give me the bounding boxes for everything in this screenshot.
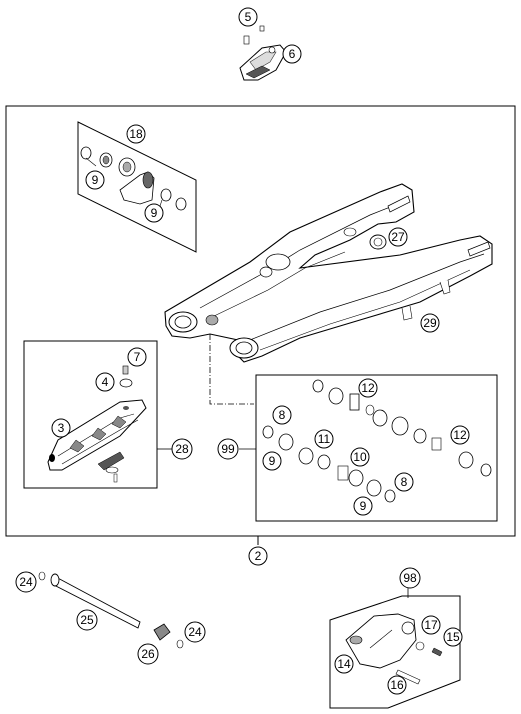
chain-slider-box bbox=[23, 340, 158, 489]
svg-text:8: 8 bbox=[279, 408, 286, 422]
chain-guide-group bbox=[239, 25, 287, 81]
callout-14: 14 bbox=[334, 654, 354, 674]
rear-axle-group bbox=[38, 571, 184, 649]
svg-text:12: 12 bbox=[453, 428, 467, 442]
callout-11: 11 bbox=[314, 429, 334, 449]
callout-26: 26 bbox=[137, 643, 159, 665]
swingarm bbox=[164, 183, 493, 363]
callout-3: 3 bbox=[51, 418, 71, 438]
callout-29: 29 bbox=[420, 313, 440, 333]
callout-25: 25 bbox=[76, 609, 98, 631]
svg-text:26: 26 bbox=[141, 647, 155, 661]
screw-part bbox=[243, 35, 250, 45]
svg-text:15: 15 bbox=[446, 630, 460, 644]
svg-text:24: 24 bbox=[188, 625, 202, 639]
svg-text:9: 9 bbox=[92, 173, 99, 187]
callout-7: 7 bbox=[127, 347, 147, 367]
callout-2: 2 bbox=[248, 546, 268, 566]
callout-12-upper: 12 bbox=[358, 378, 378, 398]
callout-8-left: 8 bbox=[272, 405, 292, 425]
svg-text:16: 16 bbox=[390, 678, 404, 692]
callout-6: 6 bbox=[282, 44, 302, 64]
callout-4: 4 bbox=[95, 372, 115, 392]
callout-12-lower: 12 bbox=[450, 425, 470, 445]
svg-text:9: 9 bbox=[151, 206, 158, 220]
svg-text:14: 14 bbox=[337, 657, 351, 671]
chain-slider-part bbox=[47, 399, 147, 483]
svg-text:28: 28 bbox=[175, 442, 189, 456]
svg-text:12: 12 bbox=[361, 381, 375, 395]
callout-99: 99 bbox=[217, 438, 239, 460]
callout-17: 17 bbox=[421, 615, 441, 635]
svg-text:24: 24 bbox=[19, 575, 33, 589]
callout-24-left: 24 bbox=[15, 571, 37, 593]
chain-adjuster-kit bbox=[329, 586, 461, 709]
svg-text:5: 5 bbox=[245, 10, 252, 24]
svg-text:25: 25 bbox=[80, 613, 94, 627]
callout-9-kit99-b: 9 bbox=[353, 496, 373, 516]
svg-text:18: 18 bbox=[129, 127, 143, 141]
main-frame bbox=[5, 105, 516, 537]
callout-10: 10 bbox=[350, 447, 370, 467]
bearing-kit-box bbox=[255, 374, 498, 522]
svg-text:2: 2 bbox=[255, 549, 262, 563]
svg-text:98: 98 bbox=[403, 571, 417, 585]
callout-18: 18 bbox=[126, 124, 146, 144]
svg-text:3: 3 bbox=[58, 421, 65, 435]
svg-text:99: 99 bbox=[221, 442, 235, 456]
svg-text:27: 27 bbox=[391, 230, 405, 244]
svg-text:29: 29 bbox=[423, 316, 437, 330]
callout-8-right: 8 bbox=[394, 472, 414, 492]
callout-24-right: 24 bbox=[184, 621, 206, 643]
callout-28: 28 bbox=[171, 438, 193, 460]
callout-9-kit99-a: 9 bbox=[262, 451, 282, 471]
svg-text:17: 17 bbox=[424, 618, 438, 632]
svg-text:6: 6 bbox=[289, 47, 296, 61]
callout-98: 98 bbox=[399, 567, 421, 589]
callout-15: 15 bbox=[443, 627, 463, 647]
svg-text:9: 9 bbox=[360, 499, 367, 513]
svg-text:8: 8 bbox=[401, 475, 408, 489]
callout-5: 5 bbox=[238, 7, 258, 27]
svg-text:10: 10 bbox=[353, 450, 367, 464]
callout-9-kit18-b: 9 bbox=[144, 203, 164, 223]
callout-16: 16 bbox=[387, 675, 407, 695]
svg-text:11: 11 bbox=[318, 432, 331, 446]
bearing-parts bbox=[262, 379, 492, 503]
svg-text:7: 7 bbox=[134, 350, 141, 364]
svg-text:4: 4 bbox=[102, 375, 109, 389]
callout-9-kit18-a: 9 bbox=[85, 170, 105, 190]
callout-27: 27 bbox=[388, 227, 408, 247]
bearing-kit-18 bbox=[77, 121, 197, 253]
svg-text:9: 9 bbox=[269, 454, 276, 468]
